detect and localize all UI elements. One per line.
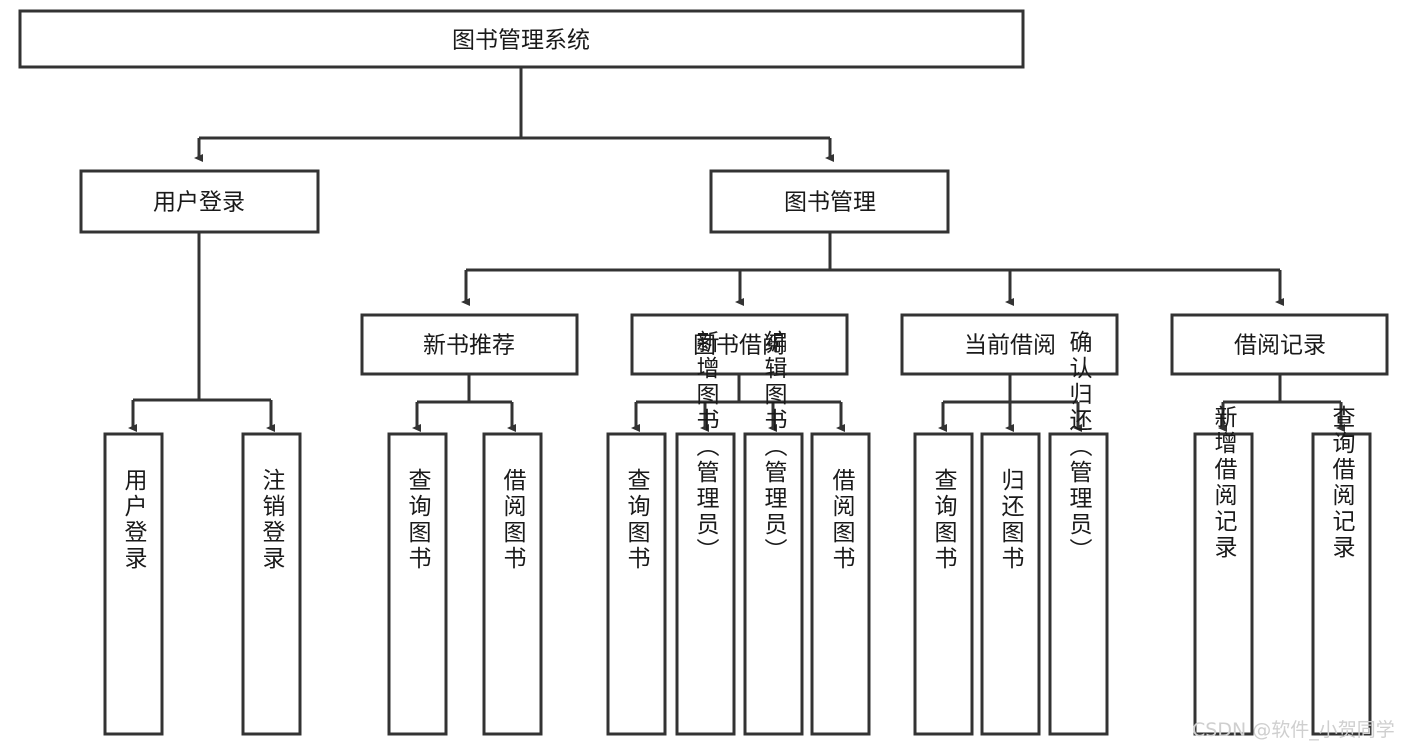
leaf-edit-book-label: 编辑图书（管理员）	[760, 330, 788, 564]
node-new-book-recommend[interactable]: 新书推荐	[360, 313, 579, 376]
node-root-box[interactable]	[18, 9, 1025, 69]
node-borrow-record-box[interactable]	[1170, 313, 1389, 376]
leaf-node-user-logout[interactable]: 注销登录	[241, 432, 302, 736]
node-user-login[interactable]: 用户登录	[79, 169, 320, 234]
leaf-node-query-book-1[interactable]: 查询图书	[387, 432, 448, 736]
leaf-user-login-label: 用户登录	[120, 468, 148, 572]
leaf-node-edit-book[interactable]: 编辑图书（管理员）	[743, 330, 804, 736]
leaf-add-book-label: 新增图书（管理员）	[692, 330, 720, 564]
node-borrow-record-label: 借阅记录	[1234, 333, 1326, 359]
node-book-borrow-box[interactable]	[630, 313, 849, 376]
leaf-add-record-box[interactable]	[1193, 432, 1254, 736]
node-book-borrow[interactable]: 图书借阅	[630, 313, 849, 376]
node-user-login-label: 用户登录	[153, 190, 245, 216]
leaf-query-book-2-label: 查询图书	[623, 468, 651, 572]
node-root-label: 图书管理系统	[452, 28, 590, 54]
leaf-user-logout-label: 注销登录	[258, 468, 286, 572]
edge-group-user-login	[128, 232, 275, 432]
leaf-node-return-book[interactable]: 归还图书	[980, 432, 1041, 736]
leaf-add-book-box[interactable]	[675, 432, 736, 736]
node-user-login-box[interactable]	[79, 169, 320, 234]
leaf-borrow-book-1-label: 借阅图书	[499, 468, 527, 572]
leaf-add-record-label: 新增借阅记录	[1210, 405, 1238, 561]
leaf-node-confirm-return[interactable]: 确认归还（管理员）	[1048, 330, 1109, 736]
leaf-node-query-book-3[interactable]: 查询图书	[913, 432, 974, 736]
leaf-user-login-box[interactable]	[103, 432, 164, 736]
leaf-query-book-2-box[interactable]	[606, 432, 667, 736]
leaf-return-book-label: 归还图书	[997, 468, 1025, 572]
leaf-node-query-book-2[interactable]: 查询图书	[606, 432, 667, 736]
node-book-manage-box[interactable]	[709, 169, 950, 234]
leaf-borrow-book-1-box[interactable]	[482, 432, 543, 736]
leaf-node-user-login[interactable]: 用户登录	[103, 432, 164, 736]
edge-group-root	[194, 67, 834, 162]
leaf-query-book-3-label: 查询图书	[930, 468, 958, 572]
leaf-borrow-book-2-box[interactable]	[810, 432, 871, 736]
leaf-user-logout-box[interactable]	[241, 432, 302, 736]
leaf-confirm-return-label: 确认归还（管理员）	[1065, 330, 1093, 564]
node-new-book-recommend-box[interactable]	[360, 313, 579, 376]
edge-group-book-borrow	[631, 374, 845, 432]
leaf-confirm-return-box[interactable]	[1048, 432, 1109, 736]
leaf-node-borrow-book-2[interactable]: 借阅图书	[810, 432, 871, 736]
node-book-borrow-label: 图书借阅	[693, 333, 785, 359]
leaf-return-book-box[interactable]	[980, 432, 1041, 736]
node-root[interactable]: 图书管理系统	[18, 9, 1025, 69]
leaf-query-book-1-label: 查询图书	[404, 468, 432, 572]
edge-group-borrow-record	[1218, 374, 1345, 432]
leaf-query-record-label: 查询借阅记录	[1328, 405, 1356, 561]
node-current-borrow-label: 当前借阅	[964, 333, 1056, 359]
leaf-node-borrow-book-1[interactable]: 借阅图书	[482, 432, 543, 736]
leaf-query-book-3-box[interactable]	[913, 432, 974, 736]
node-new-book-recommend-label: 新书推荐	[423, 333, 515, 359]
leaf-borrow-book-2-label: 借阅图书	[828, 468, 856, 572]
edge-group-new-book-recommend	[412, 374, 516, 432]
leaf-node-add-record[interactable]: 新增借阅记录	[1193, 405, 1254, 736]
leaf-node-query-record[interactable]: 查询借阅记录	[1311, 405, 1372, 736]
leaf-node-add-book[interactable]: 新增图书（管理员）	[675, 330, 736, 736]
leaf-edit-book-box[interactable]	[743, 432, 804, 736]
edge-group-current-borrow	[938, 374, 1082, 432]
node-borrow-record[interactable]: 借阅记录	[1170, 313, 1389, 376]
leaf-query-book-1-box[interactable]	[387, 432, 448, 736]
edge-group-book-manage	[461, 232, 1284, 306]
node-book-manage-label: 图书管理	[784, 190, 876, 216]
node-current-borrow-box[interactable]	[900, 313, 1119, 376]
csdn-watermark: CSDN @软件_小贺同学	[1192, 719, 1395, 741]
leaf-query-record-box[interactable]	[1311, 432, 1372, 736]
node-current-borrow[interactable]: 当前借阅	[900, 313, 1119, 376]
node-book-manage[interactable]: 图书管理	[709, 169, 950, 234]
